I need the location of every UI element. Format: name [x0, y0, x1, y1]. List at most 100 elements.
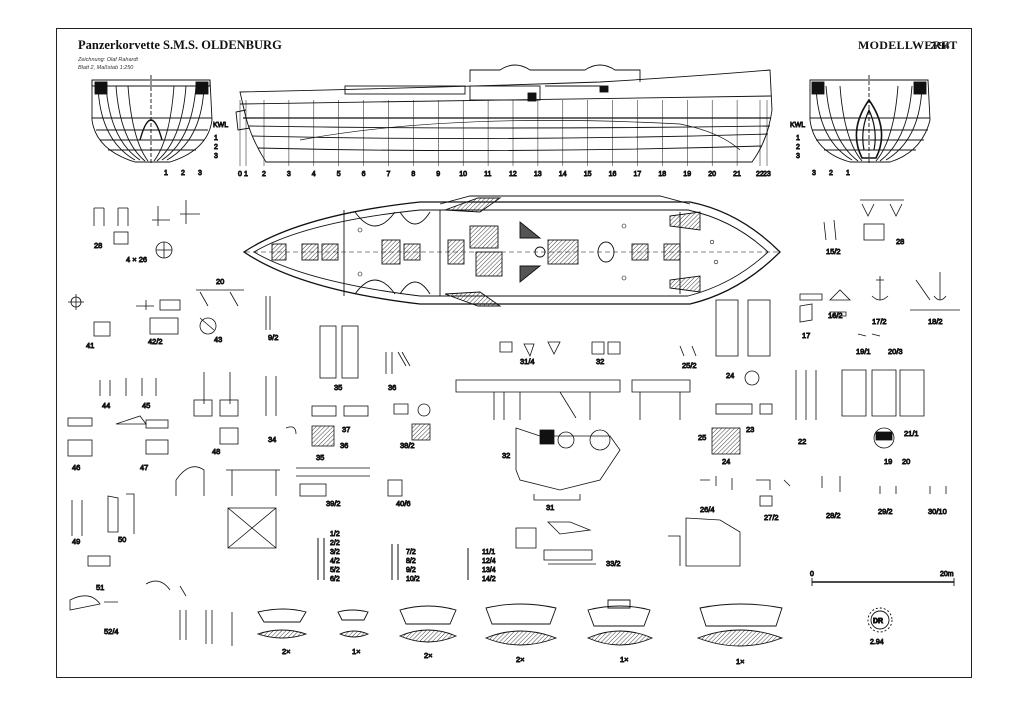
- part-label: 20: [902, 457, 910, 466]
- station-number: 14: [559, 171, 567, 178]
- part-label: 28: [896, 237, 904, 246]
- part-label: 50: [118, 535, 126, 544]
- part-label: 31: [546, 503, 554, 512]
- station-number: 9: [436, 171, 440, 178]
- station-number: 19: [683, 171, 691, 178]
- station-number: 2: [262, 171, 266, 178]
- part-label: 35: [316, 453, 324, 462]
- author-stamp: DR 2.94: [867, 607, 893, 646]
- part-label: 32: [502, 451, 510, 460]
- svg-text:1/2: 1/2: [330, 531, 340, 538]
- parts-list-right: 11/1 12/4 13/4 14/2: [482, 549, 497, 584]
- part-label: 52/4: [104, 627, 119, 636]
- station-number: 6: [362, 171, 366, 178]
- station-number: 15: [584, 171, 592, 178]
- part-label: 47: [140, 463, 148, 472]
- part-label: 51: [96, 583, 104, 592]
- svg-text:2: 2: [214, 144, 218, 151]
- svg-text:2×: 2×: [424, 651, 433, 660]
- station-number: 22: [756, 171, 764, 178]
- svg-text:7/2: 7/2: [406, 549, 416, 556]
- kwl-label-right: KWL: [790, 122, 805, 129]
- part-label: 22: [798, 437, 806, 446]
- svg-text:3: 3: [198, 170, 202, 177]
- part-label: 48: [212, 447, 220, 456]
- part-label: 15/2: [826, 247, 841, 256]
- drawing-frame: [56, 28, 972, 678]
- body-plan-aft: [91, 75, 213, 165]
- part-label: 29/2: [878, 507, 893, 516]
- part-label: 39/2: [326, 499, 341, 508]
- part-label: 19/1: [856, 347, 871, 356]
- part-label: 40/6: [396, 499, 411, 508]
- part-label: 18/2: [928, 317, 943, 326]
- part-label: 34: [268, 435, 276, 444]
- part-label: 30/10: [928, 507, 947, 516]
- station-number: 11: [484, 171, 491, 178]
- station-number: 12: [509, 171, 517, 178]
- part-label: 42/2: [148, 337, 163, 346]
- part-label: 33/2: [606, 559, 621, 568]
- part-label: 24: [722, 457, 730, 466]
- part-label: 25: [698, 433, 706, 442]
- svg-text:2: 2: [829, 170, 833, 177]
- buttock-numbers-left: 1 2 3: [164, 170, 203, 178]
- part-label: 21/1: [904, 429, 919, 438]
- part-label: 23: [746, 425, 754, 434]
- part-label: 31/4: [520, 357, 535, 366]
- svg-text:2×: 2×: [516, 655, 525, 664]
- svg-text:13/4: 13/4: [482, 567, 496, 574]
- svg-text:1: 1: [214, 135, 218, 142]
- station-number: 18: [658, 171, 666, 178]
- station-ticks: [239, 100, 768, 166]
- station-number: 7: [387, 171, 391, 178]
- station-number: 4: [312, 171, 316, 178]
- station-number: 10: [459, 171, 467, 178]
- scale-start: 0: [810, 571, 814, 578]
- scale-bar: 0 20m: [810, 571, 955, 586]
- part-label: 49: [72, 537, 80, 546]
- sheet-info: Blatt 2, Maßstab 1:250: [78, 65, 134, 71]
- kwl-label-left: KWL: [213, 122, 228, 129]
- station-number: 3: [287, 171, 291, 178]
- station-number: 5: [337, 171, 341, 178]
- part-label: 4 × 26: [126, 255, 147, 264]
- svg-text:12/4: 12/4: [482, 558, 496, 565]
- svg-text:2/2: 2/2: [330, 540, 340, 547]
- deck-plan: [242, 195, 781, 307]
- part-label: 41: [86, 341, 94, 350]
- station-number: 16: [609, 171, 617, 178]
- waterline-numbers-left: 1 2 3: [214, 135, 219, 161]
- parts-list-marks: [317, 538, 469, 580]
- publisher-logo: MODELLWERFT: [858, 38, 958, 52]
- part-label: 9/2: [268, 333, 278, 342]
- part-label: 24: [726, 371, 734, 380]
- station-number: 8: [411, 171, 415, 178]
- part-label: 25/2: [682, 361, 697, 370]
- hull-side-elevation: [235, 64, 773, 163]
- svg-text:1: 1: [796, 135, 800, 142]
- part-label: 35: [334, 383, 342, 392]
- station-number: 17: [634, 171, 642, 178]
- svg-text:2: 2: [181, 170, 185, 177]
- svg-text:1: 1: [164, 170, 168, 177]
- drawing-title: Panzerkorvette S.M.S. OLDENBURG: [78, 38, 282, 52]
- part-label: 26/4: [700, 505, 715, 514]
- svg-text:6/2: 6/2: [330, 576, 340, 583]
- boat-quantities: 2× 1× 2× 2× 1× 1×: [282, 647, 745, 667]
- part-label: 32: [596, 357, 604, 366]
- svg-text:3: 3: [214, 153, 218, 160]
- station-number: 13: [534, 171, 542, 178]
- svg-text:2: 2: [796, 144, 800, 151]
- svg-text:3: 3: [812, 170, 816, 177]
- part-labels: 28 4 × 26 28 15/2 20 41 42/2 43 9/2 35 3…: [72, 237, 948, 637]
- part-label: 20: [216, 277, 224, 286]
- part-label: 19: [884, 457, 892, 466]
- part-label: 27/2: [764, 513, 779, 522]
- station-number: 23: [763, 171, 771, 178]
- waterline-numbers-right: 1 2 3: [796, 135, 801, 161]
- part-label: 44: [102, 401, 110, 410]
